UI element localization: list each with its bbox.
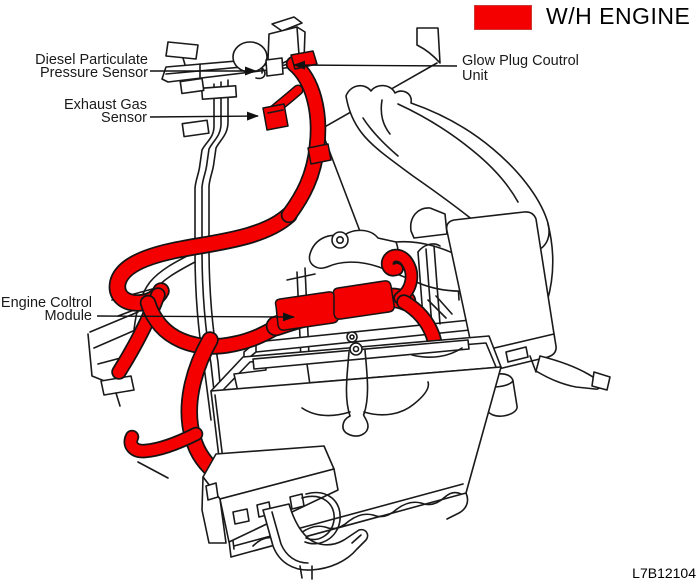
callout-line: Glow Plug Coutrol [462, 53, 579, 69]
callout-line: Sensor [101, 110, 147, 126]
callout-engine-control-module: Engine Coltrol Module [0, 295, 92, 324]
wiring-harness [108, 50, 445, 484]
callout-line: Module [44, 308, 92, 324]
callout-line: Engine Coltrol [0, 295, 92, 311]
leader-engine-control-module [96, 312, 295, 322]
legend-label: W/H ENGINE [546, 3, 691, 29]
callout-line: Unit [462, 68, 488, 84]
callout-line: Pressure Sensor [40, 65, 148, 81]
battery-terminal-block [201, 445, 369, 580]
sensor-bracket [161, 16, 311, 83]
leader-lines [96, 60, 458, 322]
callout-glow-plug-control-unit: Glow Plug Coutrol Unit [462, 54, 579, 84]
leader-glow-plug-control-unit [293, 60, 458, 70]
callout-exhaust-gas-sensor: Exhaust Gas Sensor [63, 97, 147, 126]
part-number: L7B12104 [632, 565, 696, 581]
callout-diesel-particulate-pressure-sensor: Diesel Particulate Pressure Sensor [35, 52, 148, 81]
leader-exhaust-gas-sensor [149, 111, 259, 121]
legend-swatch [474, 5, 532, 30]
callout-line: Diesel Particulate [35, 52, 148, 68]
callout-line: Exhaust Gas [63, 97, 147, 113]
